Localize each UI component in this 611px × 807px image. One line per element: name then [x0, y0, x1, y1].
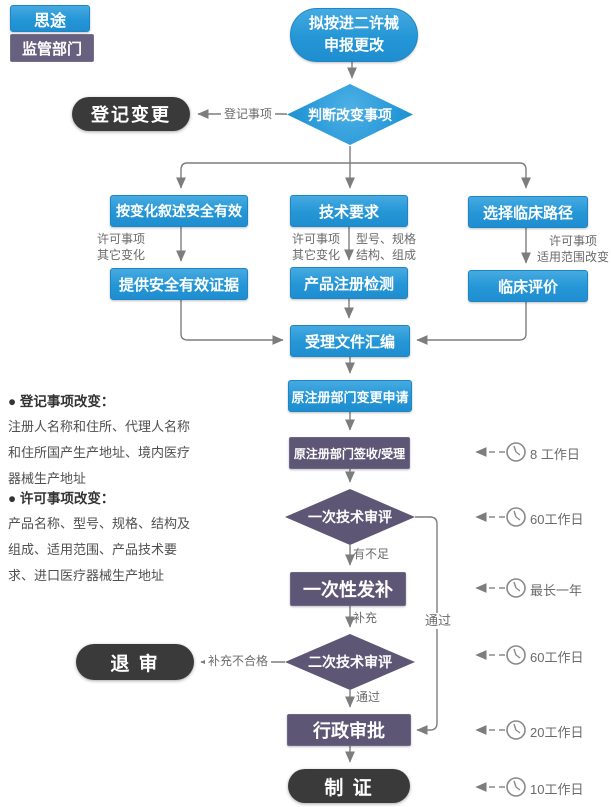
node-acceptance-compile: 受理文件汇编	[290, 325, 410, 357]
node-sign-accept: 原注册部门签收/受理	[289, 437, 410, 469]
timeline-label-60-days-1: 60工作日	[530, 512, 584, 527]
node-provide-evidence: 提供安全有效证据	[110, 268, 248, 300]
node-change-application: 原注册部门变更申请	[288, 380, 412, 412]
clock-icon	[506, 442, 526, 462]
timeline-label-8-days: 8 工作日	[530, 447, 580, 462]
edge-label-supplement-fail: 补充不合格	[205, 653, 272, 669]
note-registration-title: ● 登记事项改变：	[8, 394, 115, 409]
edge-label-reg-items: 登记事项	[221, 106, 276, 122]
clock-icon	[506, 777, 526, 797]
edge-label-insufficient: 有不足	[353, 547, 390, 561]
edge-label-mid-other: 其它变化	[292, 248, 341, 262]
node-start: 拟按进二许械 申报更改	[290, 8, 418, 62]
clock-icon	[506, 645, 526, 665]
note-permit-items: ● 许可事项改变： 产品名称、型号、规格、结构及 组成、适用范围、产品技术要 求…	[8, 487, 190, 589]
node-clinical-eval: 临床评价	[468, 270, 588, 302]
note-registration-line: 注册人名称和住所、代理人名称	[8, 419, 191, 434]
edge-label-pass-bypass: 通过	[422, 613, 455, 629]
legend-regulator: 监管部门	[10, 34, 94, 62]
node-start-line2: 申报更改	[323, 37, 384, 54]
node-registration-change: 登记变更	[72, 97, 190, 131]
clock-icon	[506, 507, 526, 527]
note-permit-title: ● 许可事项改变：	[8, 491, 115, 506]
timeline-label-20-days: 20工作日	[530, 725, 584, 740]
note-permit-line: 求、进口医疗器械生产地址	[8, 568, 165, 583]
timeline-label-60-days-2: 60工作日	[530, 650, 584, 665]
clock-icon	[506, 578, 526, 598]
node-product-test: 产品注册检测	[290, 267, 408, 299]
edge-label-pass: 通过	[356, 690, 381, 704]
timeline-label-10-days: 10工作日	[530, 782, 584, 797]
edge-label-right-scope: 适用范围改变	[536, 250, 609, 264]
node-one-time-supplement: 一次性发补	[290, 572, 406, 606]
edge-label-left-other: 其它变化	[97, 248, 146, 262]
edge-label-left-permit: 许可事项	[97, 232, 146, 246]
edge-label-mid-model: 型号、规格	[356, 232, 417, 246]
note-registration-items: ● 登记事项改变： 注册人名称和住所、代理人名称 和住所国产生产地址、境内医疗 …	[8, 390, 190, 492]
edge-label-mid-permit: 许可事项	[292, 232, 341, 246]
note-registration-line: 器械生产地址	[8, 471, 87, 486]
edge-label-right-permit: 许可事项	[548, 234, 597, 248]
timeline-label-max-one-year: 最长一年	[530, 583, 583, 598]
node-describe-safety: 按变化叙述安全有效	[110, 195, 248, 227]
node-admin-approval: 行政审批	[287, 714, 411, 746]
edge-label-supplement: 补充	[353, 611, 378, 625]
node-clinical-path: 选择临床路径	[468, 196, 588, 228]
node-certificate: 制 证	[288, 769, 410, 803]
legend-situ: 思途	[10, 5, 90, 32]
edge-label-mid-structure: 结构、组成	[356, 248, 417, 262]
note-permit-line: 产品名称、型号、规格、结构及	[8, 516, 191, 531]
note-permit-line: 组成、适用范围、产品技术要	[8, 542, 178, 557]
node-start-line1: 拟按进二许械	[308, 15, 399, 32]
node-tech-requirements: 技术要求	[290, 195, 408, 227]
clock-icon	[506, 720, 526, 740]
note-registration-line: 和住所国产生产地址、境内医疗	[8, 445, 191, 460]
node-reject: 退 审	[76, 644, 194, 680]
